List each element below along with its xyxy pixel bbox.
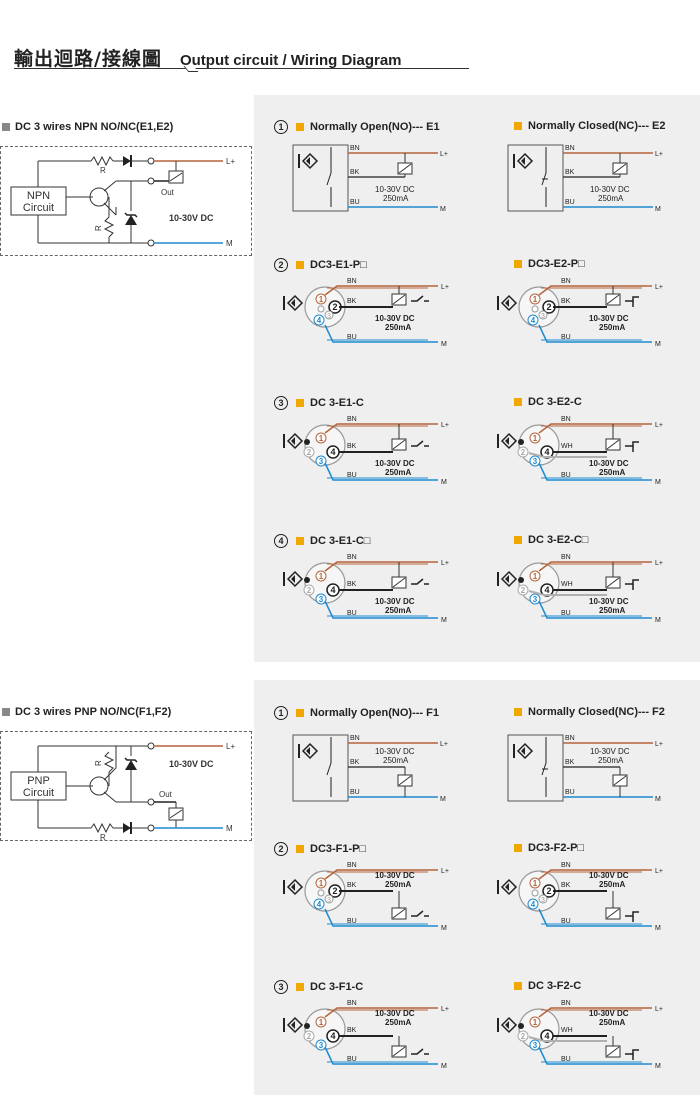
- orange-square-icon: [296, 983, 304, 991]
- row-number-badge: 2: [274, 842, 288, 856]
- npn-r-top-label: R: [100, 166, 106, 175]
- orange-square-icon: [514, 536, 522, 544]
- pnp-row-3-right-title: DC 3-F2-C: [528, 980, 582, 992]
- pnp-section-label: DC 3 wires PNP NO/NC(F1,F2): [2, 706, 171, 718]
- pnp-circuit-label-2: Circuit: [23, 787, 54, 799]
- pnp-circuit-label-1: PNP: [27, 775, 50, 787]
- title-english: Output circuit / Wiring Diagram: [179, 52, 402, 69]
- pnp-row-2-left-title: DC3-F1-P□: [310, 843, 367, 855]
- pnp-wiring-panel: [254, 680, 700, 1095]
- pnp-row-3-right-heading: DC 3-F2-C: [514, 980, 581, 992]
- pnp-lplus-label: L+: [226, 742, 235, 751]
- row-4-left-title: DC 3-E1-C□: [310, 535, 371, 547]
- npn-out-label: Out: [161, 188, 175, 197]
- orange-square-icon: [514, 122, 522, 130]
- orange-square-icon: [514, 708, 522, 716]
- orange-square-icon: [514, 982, 522, 990]
- pnp-r-side-label: R: [94, 760, 103, 766]
- pnp-r-bottom-label: R: [100, 833, 106, 842]
- row-number-badge: 3: [274, 396, 288, 410]
- npn-m-label: M: [226, 239, 233, 248]
- npn-lplus-label: L+: [226, 157, 235, 166]
- pnp-row-2-right-heading: DC3-F2-P□: [514, 842, 584, 854]
- row-3-left-title: DC 3-E1-C: [310, 397, 364, 409]
- npn-row-4-right-heading: DC 3-E2-C□: [514, 534, 588, 546]
- row-4-right-title: DC 3-E2-C□: [528, 534, 589, 546]
- header-underline: [14, 68, 469, 69]
- npn-circuit-label-1: NPN: [27, 190, 50, 202]
- gray-square-icon: [2, 708, 10, 716]
- orange-square-icon: [296, 123, 304, 131]
- row-number-badge: 2: [274, 258, 288, 272]
- npn-circuit-diagram: R R Out 10-30V DC L+ M NPN Circuit: [0, 146, 252, 256]
- pnp-row-2-right-title: DC3-F2-P□: [528, 842, 585, 854]
- page-header: 輸出迴路/接線圖 Output circuit / Wiring Diagram: [14, 44, 402, 71]
- pnp-row-1-right-heading: Normally Closed(NC)--- F2: [514, 706, 665, 718]
- row-2-left-title: DC3-E1-P□: [310, 259, 367, 271]
- gray-square-icon: [2, 123, 10, 131]
- row-3-right-title: DC 3-E2-C: [528, 396, 582, 408]
- row-number-badge: 1: [274, 120, 288, 134]
- pnp-circuit-diagram: R R Out 10-30V DC L+ M PNP Circuit: [0, 731, 252, 842]
- npn-r-side-label: R: [94, 225, 103, 231]
- orange-square-icon: [514, 398, 522, 406]
- row-number-badge: 4: [274, 534, 288, 548]
- npn-row-3-heading: 3 DC 3-E1-C: [274, 396, 364, 410]
- row-number-badge: 3: [274, 980, 288, 994]
- pnp-row-3-heading: 3 DC 3-F1-C: [274, 980, 363, 994]
- pnp-row-3-left-title: DC 3-F1-C: [310, 981, 364, 993]
- row-2-right-title: DC3-E2-P□: [528, 258, 585, 270]
- pnp-out-label: Out: [159, 790, 173, 799]
- npn-wiring-panel: [254, 95, 700, 662]
- orange-square-icon: [296, 537, 304, 545]
- npn-circuit-label-2: Circuit: [23, 202, 54, 214]
- npn-section-label: DC 3 wires NPN NO/NC(E1,E2): [2, 121, 173, 133]
- npn-row-1-heading: 1 Normally Open(NO)--- E1: [274, 120, 440, 134]
- npn-section-title: DC 3 wires NPN NO/NC(E1,E2): [15, 121, 174, 133]
- pnp-row-2-heading: 2 DC3-F1-P□: [274, 842, 366, 856]
- orange-square-icon: [296, 399, 304, 407]
- orange-square-icon: [296, 709, 304, 717]
- row-number-badge: 1: [274, 706, 288, 720]
- row-1-left-title: Normally Open(NO)--- E1: [310, 121, 440, 133]
- title-chinese: 輸出迴路/接線圖: [14, 48, 162, 70]
- pnp-section-title: DC 3 wires PNP NO/NC(F1,F2): [15, 706, 172, 718]
- npn-row-3-right-heading: DC 3-E2-C: [514, 396, 582, 408]
- npn-voltage-label: 10-30V DC: [169, 213, 214, 223]
- orange-square-icon: [514, 844, 522, 852]
- pnp-row-1-heading: 1 Normally Open(NO)--- F1: [274, 706, 439, 720]
- npn-row-2-right-heading: DC3-E2-P□: [514, 258, 585, 270]
- orange-square-icon: [296, 261, 304, 269]
- npn-row-1-right-heading: Normally Closed(NC)--- E2: [514, 120, 666, 132]
- orange-square-icon: [514, 260, 522, 268]
- row-1-right-title: Normally Closed(NC)--- E2: [528, 120, 666, 132]
- npn-row-2-heading: 2 DC3-E1-P□: [274, 258, 367, 272]
- pnp-voltage-label: 10-30V DC: [169, 759, 214, 769]
- pnp-row-1-left-title: Normally Open(NO)--- F1: [310, 707, 439, 719]
- npn-row-4-heading: 4 DC 3-E1-C□: [274, 534, 370, 548]
- pnp-row-1-right-title: Normally Closed(NC)--- F2: [528, 706, 665, 718]
- orange-square-icon: [296, 845, 304, 853]
- pnp-m-label: M: [226, 824, 233, 833]
